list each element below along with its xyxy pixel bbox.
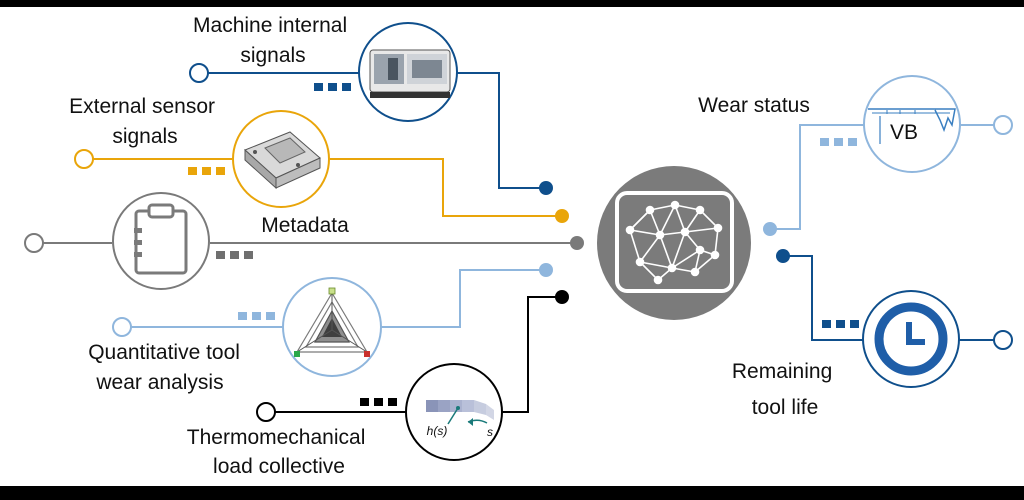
quant-wear-label: Quantitative tool wear analysis [88,341,246,394]
wear-status-connector [763,115,1013,236]
sensor-device-icon [232,110,330,208]
metadata-label: Metadata [261,214,349,237]
remaining-life-connector [776,249,1013,350]
thermo-load-label: Thermomechanical load collective [187,426,371,478]
metadata-line-1: Metadata [261,214,349,237]
thermo-load-connector [256,290,569,422]
machine-tool-icon [358,22,458,122]
h-of-s-label: h(s) [427,424,448,438]
metadata-connector [24,233,584,259]
external-sensor-line-1: External sensor [69,95,215,118]
clipboard-icon [112,192,210,290]
machine-signals-line-1: Machine internal [193,14,347,37]
external-sensor-connector [74,149,569,223]
remaining-life-label: Remaining tool life [732,360,838,419]
neural-network-icon [625,200,723,285]
vb-label: VB [890,121,918,144]
s-label: s [487,425,493,439]
wear-status-line-1: Wear status [698,94,810,117]
remaining-life-line-2: tool life [752,396,819,419]
quant-wear-line-2: wear analysis [95,371,223,394]
radar-chart-icon [282,277,382,377]
quant-wear-line-1: Quantitative tool [88,341,240,364]
thermo-load-line-2: load collective [213,455,345,478]
clock-icon [862,290,960,388]
wear-status-label: Wear status [698,94,810,117]
external-sensor-line-2: signals [112,125,177,148]
machine-signals-label: Machine internal signals [193,14,353,67]
quant-wear-connector [112,263,553,337]
thermo-load-icon: h(s) s [405,363,503,461]
remaining-life-line-1: Remaining [732,360,832,383]
thermo-load-line-1: Thermomechanical [187,426,366,449]
ai-brain-hub [597,166,751,320]
wear-vb-icon: VB [863,75,961,173]
machine-signals-connector [189,63,553,195]
machine-signals-line-2: signals [240,44,305,67]
external-sensor-label: External sensor signals [69,95,221,148]
